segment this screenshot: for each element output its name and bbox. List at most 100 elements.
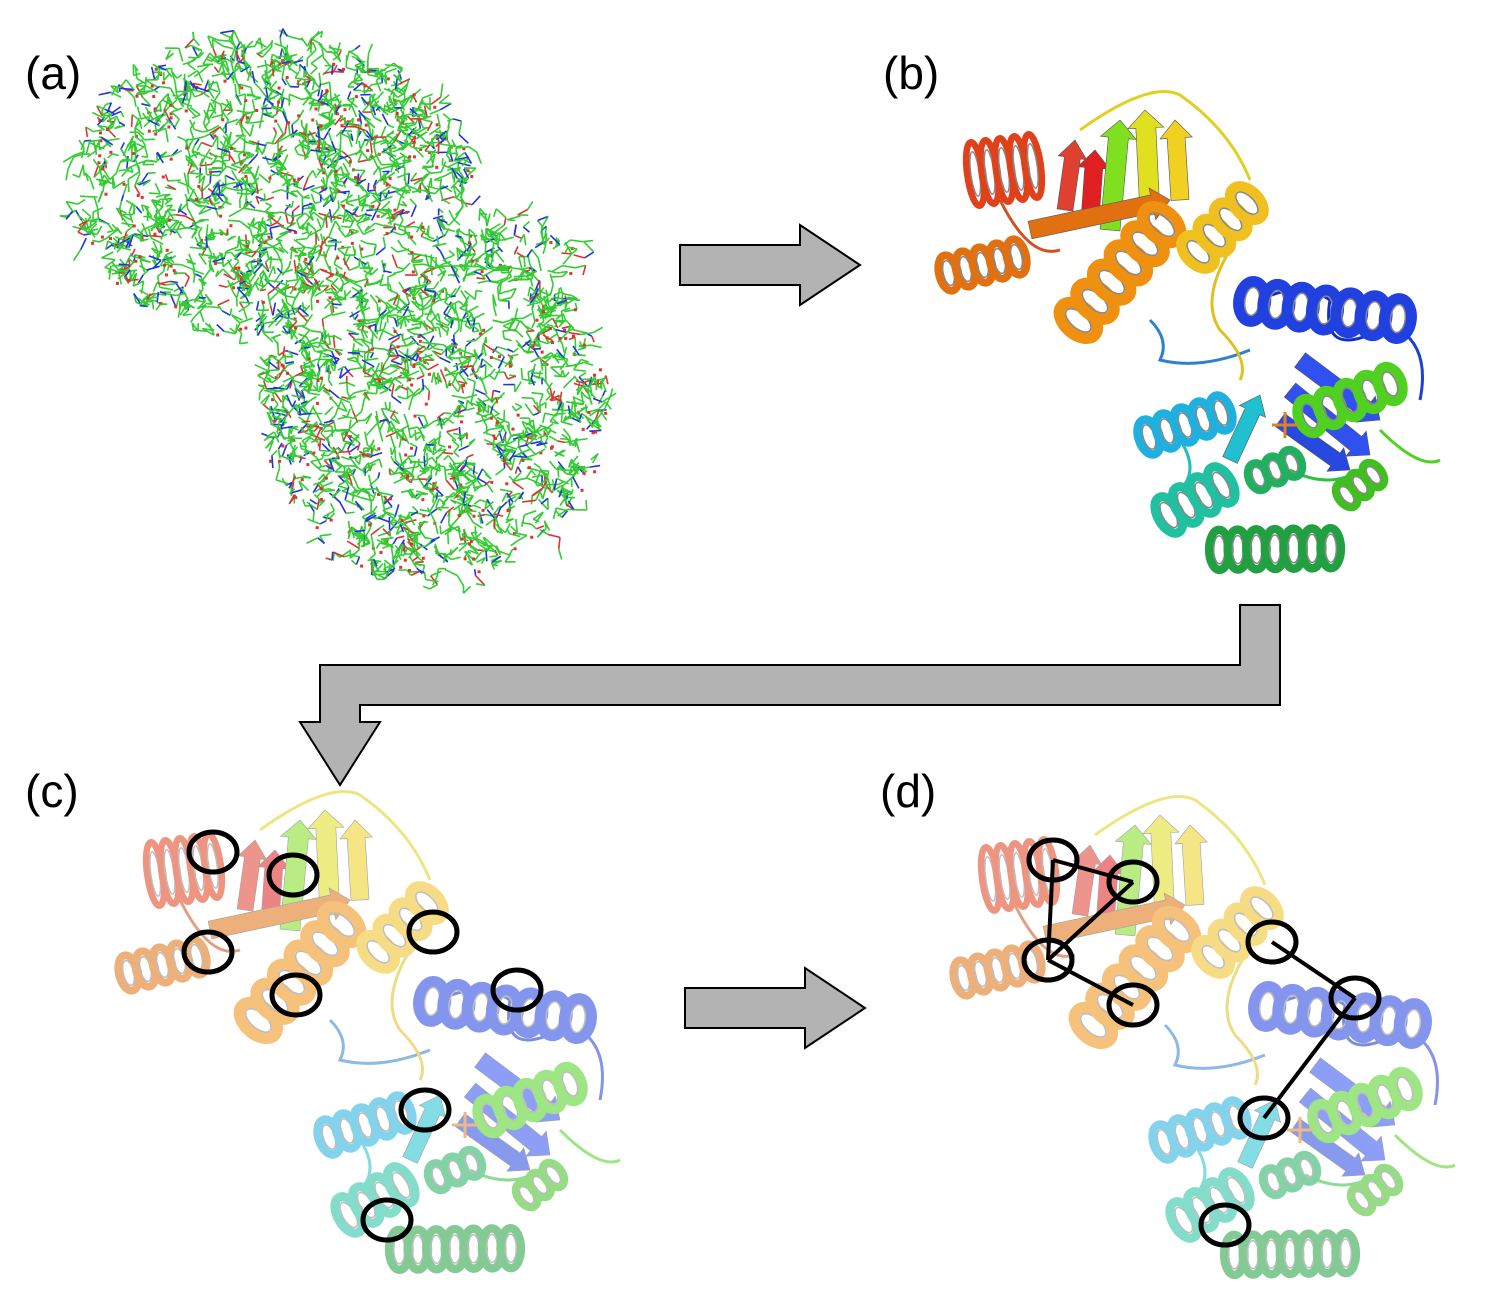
bond [358, 244, 363, 258]
bond [366, 242, 377, 246]
bond [452, 184, 458, 199]
bond [207, 245, 213, 255]
bond [457, 400, 468, 411]
bond [323, 194, 331, 206]
water-molecule [232, 286, 236, 290]
bond [571, 455, 579, 464]
bond [257, 374, 270, 384]
bond [444, 412, 452, 415]
bond [347, 97, 355, 101]
bond [540, 215, 549, 229]
bond [594, 419, 602, 428]
bond [177, 180, 190, 187]
bond [346, 381, 356, 387]
bond [281, 78, 287, 86]
bond [264, 155, 270, 165]
bond [269, 290, 280, 301]
bond [150, 218, 159, 232]
bond [244, 45, 255, 49]
bond [423, 420, 435, 429]
bond [540, 227, 544, 239]
bond [580, 391, 587, 398]
bond [159, 244, 163, 253]
bond [309, 251, 318, 256]
bond [420, 273, 432, 283]
bond [219, 126, 229, 138]
bond [271, 160, 280, 164]
water-molecule [412, 363, 416, 367]
bond [171, 263, 182, 266]
water-molecule [328, 296, 332, 300]
bond [424, 267, 437, 274]
bond [554, 509, 563, 519]
bond [561, 421, 573, 426]
bond [505, 287, 517, 293]
bond [383, 494, 394, 505]
water-molecule [269, 459, 273, 463]
bond [290, 247, 303, 250]
bond [570, 248, 578, 255]
bond [115, 162, 121, 175]
bond [527, 200, 534, 210]
bond [322, 251, 327, 261]
bond [80, 147, 85, 159]
water-molecule [419, 148, 423, 152]
bond [485, 228, 490, 237]
bond [538, 339, 548, 345]
bond [512, 433, 524, 438]
bond [428, 486, 439, 492]
bond [562, 382, 569, 389]
bond [66, 200, 79, 205]
bond [564, 319, 575, 329]
water-molecule [393, 329, 397, 333]
bond [447, 525, 460, 532]
bond [281, 406, 289, 412]
bond [320, 488, 328, 493]
water-molecule [91, 241, 95, 245]
bond [150, 199, 160, 212]
water-molecule [398, 212, 402, 216]
bond [251, 99, 256, 112]
bond [381, 377, 393, 388]
bond [257, 250, 268, 262]
bond [448, 209, 455, 220]
bond [349, 403, 354, 412]
bond [227, 131, 232, 144]
bond [464, 393, 478, 399]
bond [475, 408, 485, 415]
bond [349, 366, 364, 371]
bond [331, 282, 343, 292]
water-molecule [400, 121, 404, 125]
bond [532, 419, 536, 434]
bond [384, 72, 388, 85]
bond [457, 177, 466, 182]
bond [279, 37, 283, 47]
bond [368, 206, 379, 212]
bond [349, 310, 360, 318]
bond [530, 440, 542, 445]
bond [387, 136, 396, 145]
bond [399, 316, 405, 330]
bond [221, 157, 224, 172]
bond [520, 367, 524, 380]
bond [330, 181, 339, 192]
bond [458, 445, 469, 452]
bond [131, 273, 137, 282]
bond [564, 439, 577, 444]
bond [104, 266, 119, 273]
bond [291, 451, 296, 461]
bond [413, 545, 419, 558]
bond [568, 438, 574, 447]
bond [278, 246, 285, 254]
bond [367, 444, 378, 452]
bond [182, 313, 192, 317]
bond [302, 499, 306, 507]
bond [398, 297, 410, 308]
bond [447, 491, 455, 499]
bond [118, 121, 126, 127]
bond [162, 262, 167, 272]
bond [92, 239, 100, 243]
bond [453, 445, 460, 453]
bond [318, 153, 327, 158]
bond [345, 511, 355, 515]
